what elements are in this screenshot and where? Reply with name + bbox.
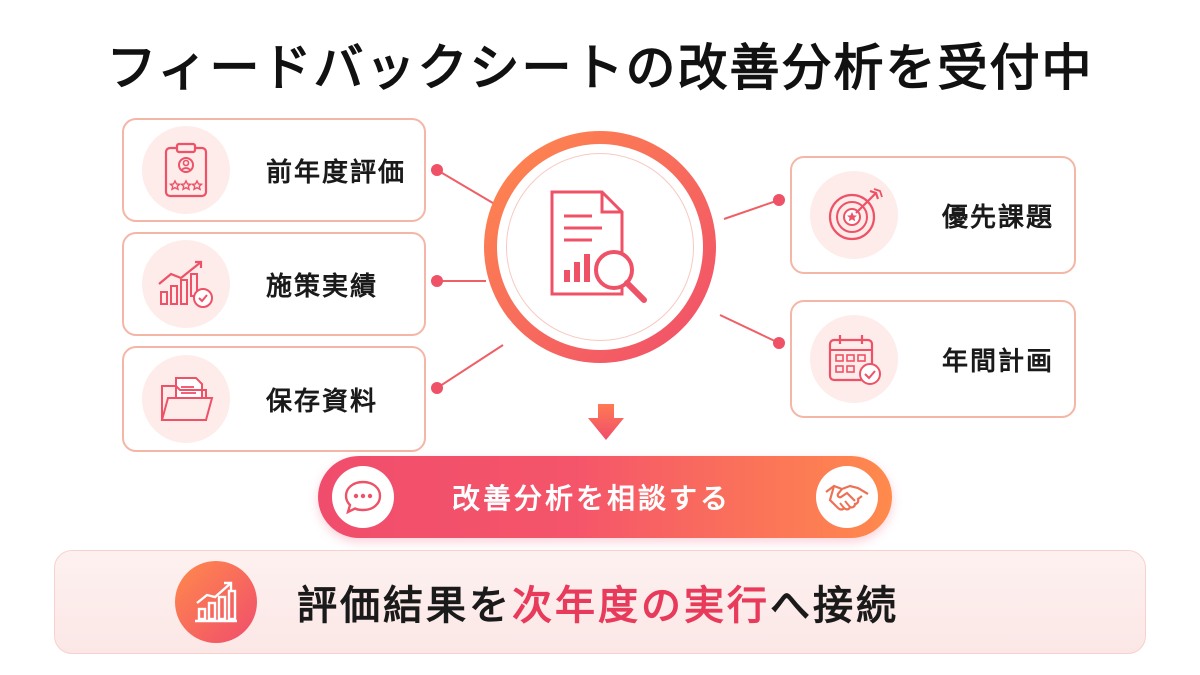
connector-line bbox=[436, 344, 504, 389]
growth-chart-icon bbox=[175, 561, 257, 643]
card-label: 前年度評価 bbox=[266, 157, 407, 188]
consult-analysis-button[interactable]: 改善分析を相談する bbox=[318, 456, 892, 538]
card-label: 年間計画 bbox=[942, 346, 1055, 377]
banner-text-highlight: 次年度の実行 bbox=[512, 583, 770, 629]
clipboard-rating-icon bbox=[142, 126, 230, 214]
card-archived-materials: 保存資料 bbox=[122, 346, 426, 452]
cta-label: 改善分析を相談する bbox=[452, 482, 732, 515]
banner-text-part1: 評価結果を bbox=[297, 583, 512, 629]
card-previous-year-evaluation: 前年度評価 bbox=[122, 118, 426, 222]
connector-dot bbox=[773, 337, 785, 349]
connector-dot bbox=[773, 194, 785, 206]
connector-line bbox=[436, 169, 499, 207]
card-priority-issues: 優先課題 bbox=[790, 156, 1076, 274]
document-magnifier-chart-icon bbox=[506, 153, 694, 341]
card-initiative-results: 施策実績 bbox=[122, 232, 426, 336]
connector-line bbox=[723, 199, 780, 220]
connector-line bbox=[719, 314, 780, 344]
summary-banner: 評価結果を次年度の実行へ接続 bbox=[54, 550, 1146, 654]
connector-dot bbox=[431, 275, 443, 287]
handshake-icon bbox=[816, 466, 878, 528]
growth-chart-check-icon bbox=[142, 240, 230, 328]
card-label: 保存資料 bbox=[266, 386, 379, 417]
banner-text-part3: へ接続 bbox=[770, 583, 899, 629]
chat-bubble-icon bbox=[332, 466, 394, 528]
down-arrow-icon bbox=[586, 402, 626, 446]
card-label: 優先課題 bbox=[942, 202, 1055, 233]
calendar-check-icon bbox=[810, 315, 898, 403]
banner-text: 評価結果を次年度の実行へ接続 bbox=[297, 573, 899, 631]
folder-document-icon bbox=[142, 355, 230, 443]
card-label: 施策実績 bbox=[266, 271, 379, 302]
analysis-hub bbox=[484, 131, 716, 363]
target-arrow-icon bbox=[810, 171, 898, 259]
connector-dot bbox=[431, 164, 443, 176]
card-annual-plan: 年間計画 bbox=[790, 300, 1076, 418]
connector-dot bbox=[431, 382, 443, 394]
page-title: フィードバックシートの改善分析を受付中 bbox=[106, 39, 1094, 97]
